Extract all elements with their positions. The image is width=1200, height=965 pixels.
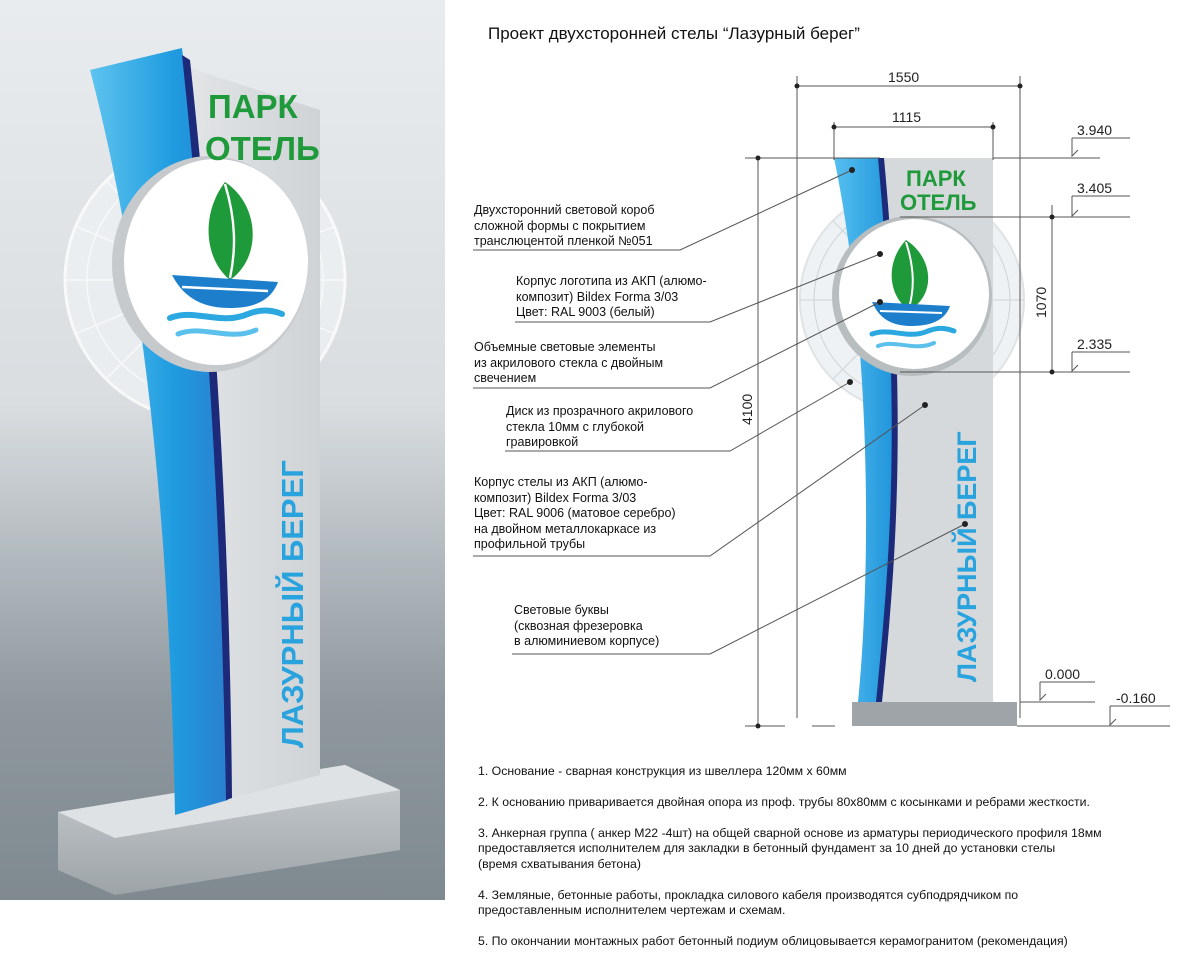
note-item: 1. Основание - сварная конструкция из шв…: [478, 764, 847, 779]
level-minus-0160: -0.160: [1116, 690, 1156, 706]
leaf-icon: [208, 182, 253, 280]
callout-acrylic-elements: Объемные световые элементы из акрилового…: [474, 340, 664, 385]
note-item: 4. Земляные, бетонные работы, прокладка …: [478, 887, 1019, 918]
navy-stripe: [182, 55, 232, 800]
note-item: 3. Анкерная группа ( анкер М22 -4шт) на …: [478, 826, 1102, 871]
callout-light-letters: Световые буквы (сквозная фрезеровка в ал…: [514, 603, 660, 648]
level-3405: 3.405: [1077, 180, 1112, 196]
dimension-lines: [745, 76, 1170, 727]
render-vertical-text: ЛАЗУРНЫЙ БЕРЕГ: [274, 460, 310, 748]
drawing-top-line-1: ПАРК: [906, 166, 966, 191]
dim-width-inner: 1115: [892, 109, 921, 125]
level-3940: 3.940: [1077, 122, 1112, 138]
drawing-leaf-icon: [891, 240, 929, 310]
notes-list: 1. Основание - сварная конструкция из шв…: [478, 749, 1178, 965]
stela-3d-render: ПАРК ОТЕЛЬ ЛАЗУРНЫЙ БЕРЕГ: [58, 48, 400, 895]
drawing-logo-rim: [832, 216, 992, 376]
base-top: [58, 765, 400, 838]
dim-width-total: 1550: [888, 69, 919, 85]
drawing-body: [875, 158, 993, 702]
callout-stela-body: Корпус стелы из АКП (алюмо- композит) Bi…: [474, 475, 676, 551]
drawing-light-box: [834, 158, 896, 702]
level-2335: 2.335: [1077, 336, 1112, 352]
waves-icon: [167, 307, 285, 337]
dimension-dots: [755, 83, 1055, 729]
drawing-boat-icon: [872, 302, 950, 326]
drawing-vertical-text: ЛАЗУРНЫЙ БЕРЕГ: [951, 431, 982, 682]
callout-logo-body: Корпус логотипа из АКП (алюмо- композит)…: [516, 274, 707, 319]
dim-logo-height: 1070: [1033, 287, 1049, 318]
render-top-line-1: ПАРК: [208, 88, 299, 125]
render-panel: ПАРК ОТЕЛЬ ЛАЗУРНЫЙ БЕРЕГ: [0, 0, 445, 900]
note-item: 5. По окончании монтажных работ бетонный…: [478, 933, 1068, 948]
drawing-logo-face: [839, 219, 989, 369]
drawing-base: [852, 702, 1017, 726]
page-title: Проект двухсторонней стелы “Лазурный бер…: [488, 24, 860, 43]
drawing-navy-stripe: [876, 158, 898, 702]
boat-icon: [172, 275, 278, 308]
drawing-acrylic-disc: [799, 187, 1025, 413]
note-item: 2. К основанию приваривается двойная опо…: [478, 795, 1090, 810]
callout-acrylic-disc: Диск из прозрачного акрилового стекла 10…: [506, 404, 694, 449]
callout-light-box: Двухсторонний световой короб сложной фор…: [474, 203, 655, 248]
render-top-line-2: ОТЕЛЬ: [205, 130, 320, 167]
level-0000: 0.000: [1045, 666, 1080, 682]
dim-height-total: 4100: [739, 394, 755, 425]
drawing-waves-icon: [869, 325, 957, 349]
drawing-top-line-2: ОТЕЛЬ: [900, 190, 977, 215]
callout-dots: [847, 167, 968, 527]
